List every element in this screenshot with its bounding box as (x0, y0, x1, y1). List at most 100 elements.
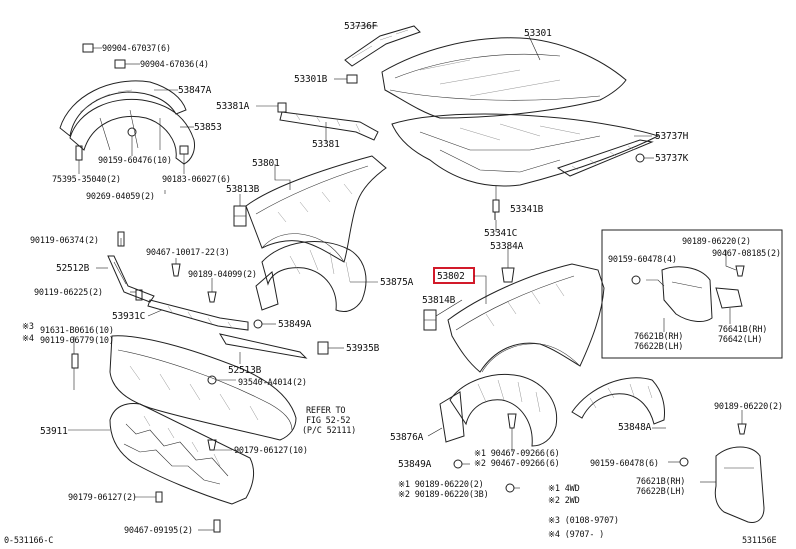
hood-inner-frame[interactable] (391, 113, 660, 187)
front-fender-53801[interactable] (245, 155, 387, 263)
label-90904-67036[interactable]: 90904-67036(4) (140, 60, 209, 70)
bumper-reinforcement-53931C[interactable] (147, 299, 249, 331)
hood-seal-53736F[interactable] (344, 25, 421, 67)
bolt-90119-06374[interactable] (117, 231, 125, 247)
clip-90467-08185[interactable] (735, 265, 745, 277)
label-53801[interactable]: 53801 (252, 158, 280, 169)
label-90904-67037[interactable]: 90904-67037(6) (102, 44, 171, 54)
label-53341C[interactable]: 53341C (484, 228, 517, 239)
clip-90467-09195[interactable] (213, 519, 221, 533)
label-90183-06027[interactable]: 90183-06027(6) (162, 175, 231, 185)
label-90179-06127-10[interactable]: 90179-06127(10) (234, 446, 308, 456)
hood-part[interactable] (381, 37, 627, 119)
label-53875A[interactable]: 53875A (380, 277, 414, 288)
fender-flare-53848A[interactable] (571, 377, 665, 425)
clip-90189-06220-bottom[interactable] (505, 483, 515, 493)
clip-53737K[interactable] (635, 153, 645, 163)
bumper-bracket-52512B[interactable] (107, 255, 155, 303)
mudguard-76621B[interactable] (714, 446, 765, 523)
clip-53384A[interactable] (501, 267, 515, 283)
label-76622B[interactable]: 76622B(LH) (634, 342, 683, 352)
label-90159-60478-box[interactable]: 90159-60478(4) (608, 255, 677, 265)
label-53301[interactable]: 53301 (524, 28, 552, 39)
label-90467-09195[interactable]: 90467-09195(2) (124, 526, 193, 536)
label-53849A-top[interactable]: 53849A (278, 319, 312, 330)
label-53802[interactable]: 53802 (437, 271, 465, 282)
bracket-53813B[interactable] (233, 205, 247, 227)
label-53381A[interactable]: 53381A (216, 101, 250, 112)
clip-90467-10017[interactable] (171, 263, 181, 277)
label-90467-10017[interactable]: 90467-10017-22(3) (146, 248, 230, 258)
label-76642[interactable]: 76642(LH) (718, 335, 762, 345)
label-90467-09266-b[interactable]: ※2 90467-09266(6) (474, 459, 560, 469)
clip-53849A-top[interactable] (253, 319, 263, 329)
cushion-53341B[interactable] (492, 199, 500, 220)
screw-90179-06127-2[interactable] (155, 491, 163, 503)
label-refer-3[interactable]: (P/C 52111) (302, 426, 356, 436)
mudguard-bracket-76641B[interactable] (715, 287, 743, 309)
label-52513B[interactable]: 52513B (228, 365, 262, 376)
label-93540-A4014[interactable]: 93540-A4014(2) (238, 378, 307, 388)
front-bumper-cover[interactable] (109, 335, 297, 441)
label-53814B[interactable]: 53814B (422, 295, 456, 306)
label-90159-60476[interactable]: 90159-60476(10) (98, 156, 172, 166)
bolt-90119-06225[interactable] (135, 289, 143, 301)
lower-bumper-53911[interactable] (109, 403, 254, 505)
label-76621B-2[interactable]: 76621B(RH) (636, 477, 685, 487)
screw-90179-06127-10[interactable] (207, 439, 217, 451)
label-90159-60478-r[interactable]: 90159-60478(6) (590, 459, 659, 469)
clip-53381A[interactable] (277, 102, 287, 113)
fender-flare-53847A[interactable] (59, 80, 187, 137)
label-53848A[interactable]: 53848A (618, 422, 652, 433)
front-fender-53802[interactable] (447, 263, 605, 373)
label-53813B[interactable]: 53813B (226, 184, 260, 195)
label-90119-06374[interactable]: 90119-06374(2) (30, 236, 99, 246)
label-90189-06220-tr[interactable]: 90189-06220(2) (682, 237, 751, 247)
label-90189-06220-r[interactable]: 90189-06220(2) (714, 402, 783, 412)
clip-53935B[interactable] (317, 341, 329, 355)
screw-90159-60478-right[interactable] (679, 457, 689, 467)
label-90189-06220-b[interactable]: ※2 90189-06220(3B) (398, 490, 489, 500)
label-90189-06220-a[interactable]: ※1 90189-06220(2) (398, 480, 484, 490)
label-52512B[interactable]: 52512B (56, 263, 90, 274)
screw-90159-60478-box[interactable] (631, 275, 641, 285)
bumper-extension-52513B[interactable] (218, 333, 308, 359)
fender-liner-53853[interactable] (69, 98, 195, 165)
label-90119-06225[interactable]: 90119-06225(2) (34, 288, 103, 298)
label-76622B-2[interactable]: 76622B(LH) (636, 487, 685, 497)
splash-shield-53875A[interactable] (255, 240, 367, 313)
label-76641B[interactable]: 76641B(RH) (718, 325, 767, 335)
screw-90183-06027[interactable] (179, 145, 189, 155)
label-90467-08185[interactable]: 90467-08185(2) (712, 249, 781, 259)
bracket-53814B[interactable] (423, 309, 437, 331)
splash-shield-53876A[interactable] (439, 373, 558, 447)
label-90467-09266-a[interactable]: ※1 90467-09266(6) (474, 449, 560, 459)
screw-75395-35040[interactable] (75, 145, 83, 161)
clip-53301B[interactable] (346, 74, 358, 84)
label-53911[interactable]: 53911 (40, 426, 68, 437)
label-76621B[interactable]: 76621B(RH) (634, 332, 683, 342)
label-91631-B0616[interactable]: 91631-B0616(10) (40, 326, 114, 336)
label-53384A[interactable]: 53384A (490, 241, 524, 252)
clip-53849A-bottom[interactable] (453, 459, 463, 469)
label-53853[interactable]: 53853 (194, 122, 222, 133)
label-53935B[interactable]: 53935B (346, 343, 380, 354)
label-90119-06779[interactable]: 90119-06779(10) (40, 336, 114, 346)
label-refer-2[interactable]: FIG 52-52 (306, 416, 351, 426)
label-75395-35040[interactable]: 75395-35040(2) (52, 175, 121, 185)
label-53847A[interactable]: 53847A (178, 85, 212, 96)
label-53736F[interactable]: 53736F (344, 21, 378, 32)
label-53737K[interactable]: 53737K (655, 153, 689, 164)
label-90269-04059[interactable]: 90269-04059(2) (86, 192, 155, 202)
clip-90467-09266[interactable] (507, 413, 517, 429)
label-90179-06127-2[interactable]: 90179-06127(2) (68, 493, 137, 503)
label-53849A-bottom[interactable]: 53849A (398, 459, 432, 470)
label-53876A[interactable]: 53876A (390, 432, 424, 443)
cowl-seal-53381[interactable] (279, 111, 379, 141)
label-53301B[interactable]: 53301B (294, 74, 328, 85)
mudguard-bracket-76621B[interactable] (661, 266, 713, 322)
bolt-91631-B0616[interactable] (71, 353, 79, 369)
clip-90189-06220-right[interactable] (737, 423, 747, 435)
label-refer-1[interactable]: REFER TO (306, 406, 346, 416)
label-53381[interactable]: 53381 (312, 139, 340, 150)
